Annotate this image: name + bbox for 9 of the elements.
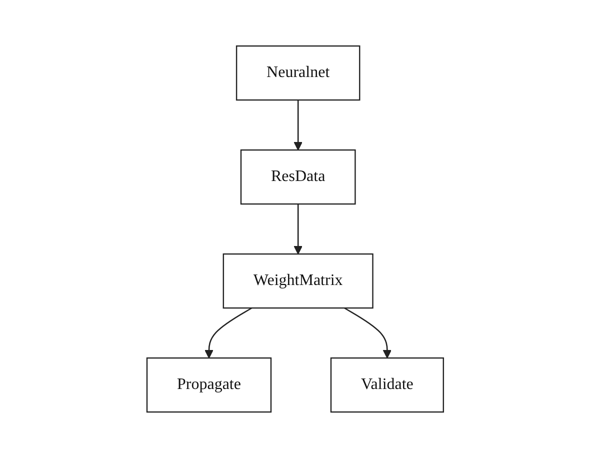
node-box: WeightMatrix [223,252,374,308]
arrow [204,306,252,358]
node-box: ResData [240,148,356,204]
node-box: Propagate [146,356,272,412]
arrow [344,306,392,358]
arrow [294,204,303,254]
node-box: Neuralnet [236,44,361,100]
arrow [294,100,303,150]
node-box: Validate [330,356,444,412]
